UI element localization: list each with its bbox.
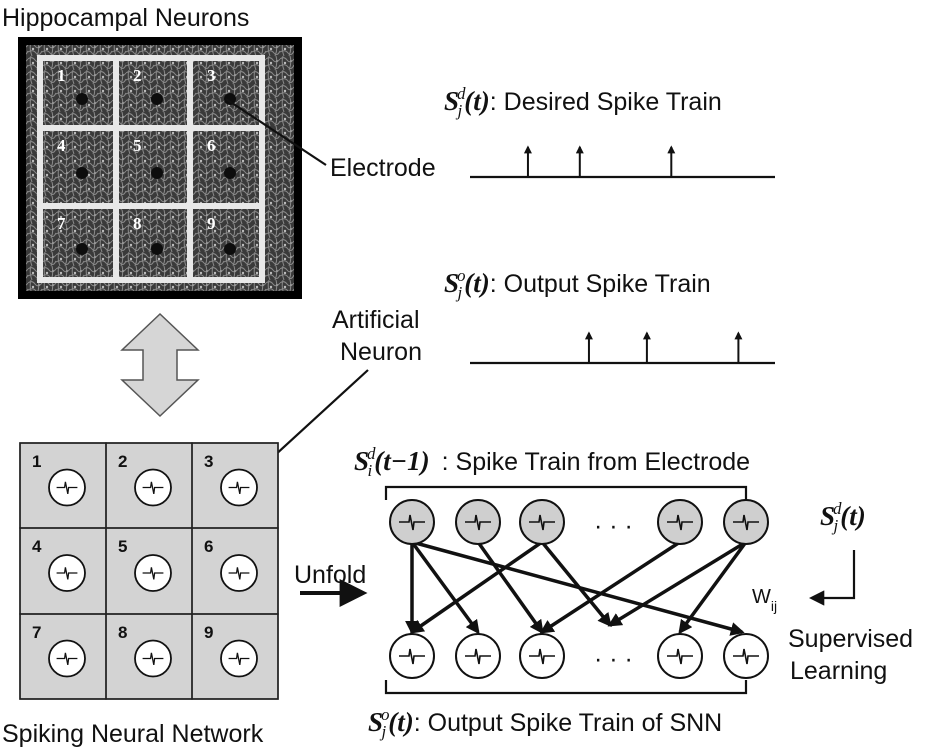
artificial-neuron (134, 554, 172, 592)
artificial-label-line2: Neuron (340, 338, 422, 366)
desired-spikes (523, 145, 676, 177)
output-neuron-5 (723, 633, 769, 679)
input-neuron-1 (389, 499, 435, 545)
output-ellipsis: · · · (594, 645, 633, 673)
output-neuron-2 (455, 633, 501, 679)
snn-cell-number: 1 (32, 452, 41, 471)
snn-cell-number: 3 (204, 452, 213, 471)
snn-cell-9: 9 (191, 613, 279, 700)
svg-text:Sdi(t−1): Spike Train from Ele: Sdi(t−1): Spike Train from Electrode (354, 444, 750, 480)
electrode-number: 6 (207, 136, 216, 155)
connection-arrow (409, 540, 543, 634)
input-neuron-2 (455, 499, 501, 545)
svg-text:Sdj(t): Desired Spike Train: Sdj(t): Desired Spike Train (444, 84, 722, 120)
snn-cell-number: 6 (204, 537, 213, 556)
electrode-dot (76, 93, 88, 105)
snn-cell-6: 6 (191, 527, 279, 615)
svg-text:Soj(t): Output Spike Train of: Soj(t): Output Spike Train of SNN (368, 705, 722, 741)
weight-label: Wij (752, 586, 777, 614)
artificial-neuron (48, 639, 86, 678)
electrode-number: 4 (57, 136, 66, 155)
electrode-label: Electrode (330, 154, 436, 182)
connection-arrow (410, 540, 480, 635)
unfold-label: Unfold (294, 561, 366, 589)
output-neuron-3 (519, 633, 565, 679)
spiking-neural-network-title: Spiking Neural Network (2, 720, 264, 748)
supervised-label-line1: Supervised (788, 625, 913, 653)
svg-text:Sdj(t): Sdj(t) (820, 499, 866, 535)
electrode-number: 9 (207, 214, 216, 233)
electrode-dot (151, 93, 163, 105)
artificial-neuron (220, 468, 258, 507)
input-layer-bracket (384, 485, 748, 500)
output-layer-bracket (384, 680, 748, 695)
electrode-pointer-line (225, 98, 327, 166)
electrode-number: 1 (57, 66, 66, 85)
input-layer (389, 499, 769, 545)
connection-arrow (678, 540, 748, 635)
electrode-dot (224, 243, 236, 255)
snn-cell-number: 2 (118, 452, 127, 471)
snn-cell-number: 7 (32, 623, 41, 642)
connection-arrow (607, 540, 747, 627)
hippocampal-panel: 1 2 3 4 5 6 7 8 9 (18, 37, 302, 299)
output-spikes (584, 331, 743, 363)
input-neuron-3 (519, 499, 565, 545)
bidirectional-arrow (120, 312, 200, 418)
output-layer (389, 633, 769, 679)
electrode-dot (224, 93, 236, 105)
connection-arrow (476, 540, 544, 635)
electrode-dot (224, 167, 236, 179)
electrode-dot (76, 167, 88, 179)
electrode-number: 5 (133, 136, 142, 155)
electrode-number: 3 (207, 66, 216, 85)
artificial-neuron (134, 639, 172, 678)
snn-cell-number: 4 (32, 537, 42, 556)
artificial-neuron (48, 468, 86, 507)
electrode-number: 2 (133, 66, 142, 85)
snn-cell-number: 5 (118, 537, 127, 556)
electrode-dot (76, 243, 88, 255)
snn-cell-3: 3 (191, 442, 279, 529)
electrode-number: 8 (133, 214, 142, 233)
electrode-number: 7 (57, 214, 66, 233)
electrode-dot (151, 243, 163, 255)
artificial-neuron (220, 554, 258, 592)
snn-cell-number: 9 (204, 623, 213, 642)
connection-arrow (540, 540, 612, 628)
snn-grid-panel: 1 2 3 4 5 6 7 8 9 (19, 442, 279, 700)
output-neuron-4 (657, 633, 703, 679)
input-ellipsis: · · · (594, 512, 633, 540)
input-neuron-4 (657, 499, 703, 545)
electrode-dot (151, 167, 163, 179)
svg-text:Soj(t): Output Spike Train: Soj(t): Output Spike Train (444, 266, 711, 302)
artificial-neuron (134, 468, 172, 507)
connections (405, 540, 748, 636)
snn-cell-7: 7 (19, 613, 107, 700)
connection-arrow (539, 540, 681, 634)
artificial-neuron (48, 554, 86, 592)
supervised-label-line2: Learning (790, 657, 887, 685)
snn-cell-number: 8 (118, 623, 127, 642)
artificial-label-line1: Artificial (332, 306, 420, 334)
artificial-neuron (220, 639, 258, 678)
hippocampal-neurons-title: Hippocampal Neurons (2, 4, 249, 32)
electrode-cell-9: 9 (187, 203, 265, 283)
teacher-arrow (808, 550, 856, 606)
snn-cell-1: 1 (19, 442, 107, 529)
output-neuron-1 (389, 633, 435, 679)
input-neuron-5 (723, 499, 769, 545)
